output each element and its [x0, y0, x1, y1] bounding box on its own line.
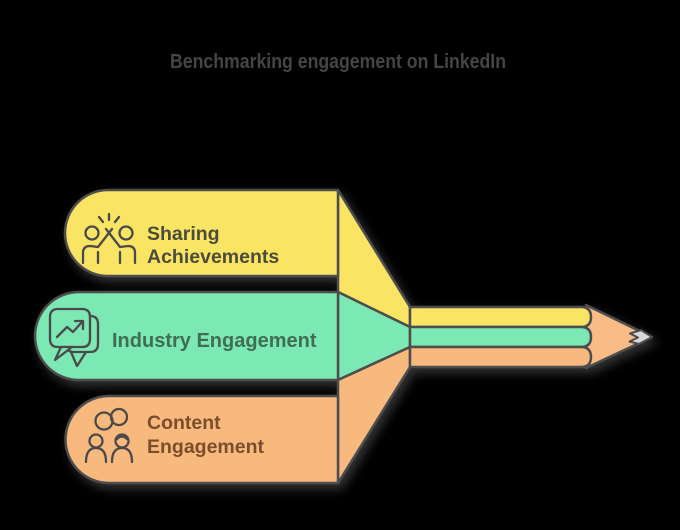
community-people-rings-icon — [84, 407, 134, 464]
right-person-head — [118, 225, 134, 241]
left-person-body-arm — [81, 227, 114, 265]
item-1-label-line-1: Sharing — [147, 223, 220, 245]
right-person-body-arm — [104, 227, 137, 265]
trend-arrow-line — [55, 320, 84, 339]
item-3-label-line-2: Engagement — [147, 436, 265, 458]
left-person-head — [84, 225, 100, 241]
trend-arrow-head — [73, 319, 85, 331]
labels-layer: Sharing Achievements Industry Engagement… — [112, 223, 317, 458]
band-sharing-achievements — [63, 188, 340, 278]
front-bubble-tail — [53, 345, 74, 362]
pencil-stripe-yellow — [408, 305, 593, 329]
high-five-people-icon — [81, 212, 137, 265]
pencil-stripe-green — [408, 325, 593, 349]
right-ring — [109, 407, 129, 427]
band-industry-engagement — [33, 290, 340, 382]
back-bubble-tail — [69, 350, 88, 368]
band-content-engagement — [64, 394, 340, 485]
item-3-label-line-1: Content — [147, 412, 221, 434]
pencil-graphite-tip — [628, 329, 653, 345]
pencil-shapes — [33, 188, 654, 485]
item-2-label: Industry Engagement — [112, 330, 317, 352]
page-title: Benchmarking engagement on LinkedIn — [170, 51, 506, 73]
item-1-label-line-2: Achievements — [147, 246, 279, 268]
front-bubble — [48, 307, 92, 349]
right-member-hair — [115, 435, 129, 441]
right-member-shoulders — [110, 446, 134, 464]
pencil-stripe-orange — [408, 345, 593, 369]
spark-lines — [97, 212, 121, 224]
left-member-shoulders — [84, 446, 108, 464]
chat-bubbles-trend-arrow-icon — [48, 307, 100, 368]
icons-layer — [48, 212, 137, 464]
